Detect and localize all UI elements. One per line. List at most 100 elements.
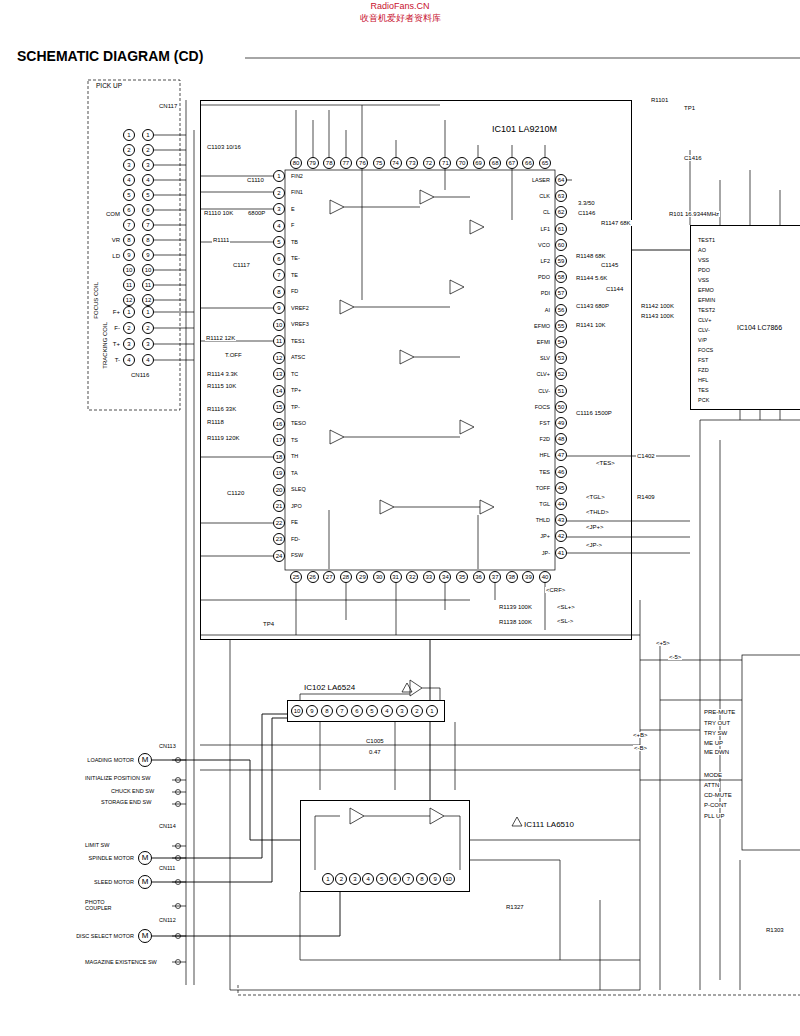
signal-label: R1147 68K	[600, 220, 632, 227]
signal-label: VREF2	[290, 305, 310, 311]
signal-label: CLV-	[537, 388, 551, 394]
signal-label: FD-	[290, 536, 301, 542]
signal-label: TESO	[290, 420, 307, 426]
signal-label: VCO	[537, 242, 551, 248]
pin-number: 71	[439, 157, 451, 169]
ic-package: IC101 LA9210M	[200, 100, 632, 640]
wire-connector	[152, 714, 287, 858]
opamp-symbols	[329, 169, 512, 569]
signal-label: 0.47	[368, 749, 382, 756]
signal-label: TE	[290, 272, 299, 278]
signal-label: THLD	[535, 517, 551, 523]
signal-label: STORAGE END SW	[100, 799, 152, 805]
signal-label: C1143 680P	[575, 303, 610, 310]
pin-number: 1	[123, 129, 135, 141]
pin-number: 14	[273, 385, 285, 397]
pin-number: 2	[411, 705, 423, 717]
pin-number: 80	[290, 157, 302, 169]
signal-label: TRY OUT	[703, 720, 731, 727]
title-rule	[245, 58, 800, 59]
pin-number: 9	[306, 705, 318, 717]
ic-name: IC102 LA6524	[303, 684, 356, 693]
signal-label: C1416	[683, 155, 703, 162]
signal-label: R1110 10K	[203, 210, 234, 217]
signal-label: <+5>	[655, 640, 671, 647]
signal-label: R1327	[505, 904, 525, 911]
signal-label: SLV	[539, 355, 551, 361]
pin-number: 9	[429, 873, 441, 885]
signal-label: <CRF>	[545, 587, 566, 594]
signal-label: EFMI	[536, 339, 551, 345]
signal-label: R1114 3.3K	[206, 371, 239, 378]
pin-number: 46	[555, 466, 567, 478]
pin-number: 10	[291, 705, 303, 717]
pin-number: 5	[376, 873, 388, 885]
signal-label: R1141 10K	[575, 322, 607, 329]
pin-number: 40	[539, 571, 551, 583]
signal-label: R1303	[765, 927, 785, 934]
pin-number: 48	[555, 433, 567, 445]
pin-number: 20	[273, 484, 285, 496]
signal-label: 3.3/50	[577, 200, 596, 207]
pin-number: 19	[273, 467, 285, 479]
pin-number: 36	[473, 571, 485, 583]
signal-label: VREF3	[290, 321, 310, 327]
signal-label: C1103 10/16	[206, 144, 242, 151]
signal-label: R1139 100K	[498, 604, 533, 611]
connector-pin	[176, 790, 181, 795]
signal-label: R1112 12K	[205, 335, 236, 342]
signal-label: VSS	[697, 277, 710, 283]
signal-label: PLL UP	[703, 813, 725, 820]
signal-label: LIMIT SW	[84, 842, 110, 848]
ic111-amps	[315, 808, 460, 870]
signal-label: CN113	[158, 743, 177, 749]
pin-number: 3	[142, 159, 154, 171]
signal-label: FIN2	[290, 173, 304, 179]
pin-number: 21	[273, 500, 285, 512]
signal-label: TH	[290, 453, 299, 459]
signal-label: TB	[290, 239, 299, 245]
signal-label: CN116	[130, 372, 150, 379]
signal-label: DISC SELECT MOTOR	[75, 933, 135, 939]
signal-label: CN117	[158, 103, 178, 110]
pin-number: 37	[489, 571, 501, 583]
pin-number: 11	[142, 279, 154, 291]
signal-label: C1145	[600, 262, 619, 269]
pin-number: 69	[473, 157, 485, 169]
signal-label: F2D	[539, 436, 551, 442]
pin-number: 9	[123, 249, 135, 261]
pin-number: 3	[273, 203, 285, 215]
pin-number: 7	[402, 873, 414, 885]
signal-label: PRE-MUTE	[703, 709, 736, 716]
pin-number: 12	[123, 294, 135, 306]
signal-label: R1118	[206, 419, 225, 426]
signal-label: T+	[112, 341, 121, 348]
pin-number: 29	[356, 571, 368, 583]
signal-label: <SL->	[556, 618, 574, 625]
pin-number: 45	[555, 482, 567, 494]
signal-label: <JP->	[585, 542, 603, 549]
pin-number: 5	[142, 189, 154, 201]
pin-number: 51	[555, 385, 567, 397]
pin-number: 2	[273, 187, 285, 199]
pin-number: 9	[273, 302, 285, 314]
signal-label: C1146	[577, 210, 596, 217]
pin-number: 78	[323, 157, 335, 169]
signal-label: E	[290, 206, 296, 212]
pin-number: 7	[142, 219, 154, 231]
signal-label: SPINDLE MOTOR	[88, 855, 135, 861]
connector-pin	[176, 960, 181, 965]
signal-label: INITIALIZE POSITION SW	[84, 775, 151, 781]
signal-label: <THLD>	[585, 509, 610, 516]
pin-number: 47	[555, 449, 567, 461]
pin-number: 4	[362, 873, 374, 885]
wire-connector	[430, 640, 431, 700]
pin-number: 64	[555, 174, 567, 186]
pin-number: 5	[366, 705, 378, 717]
signal-label: P-CONT	[703, 802, 728, 809]
wires	[154, 100, 800, 990]
pin-number: 72	[423, 157, 435, 169]
pin-number: 1	[123, 306, 135, 318]
signal-label: FD	[290, 288, 299, 294]
connector-pin	[176, 778, 181, 783]
